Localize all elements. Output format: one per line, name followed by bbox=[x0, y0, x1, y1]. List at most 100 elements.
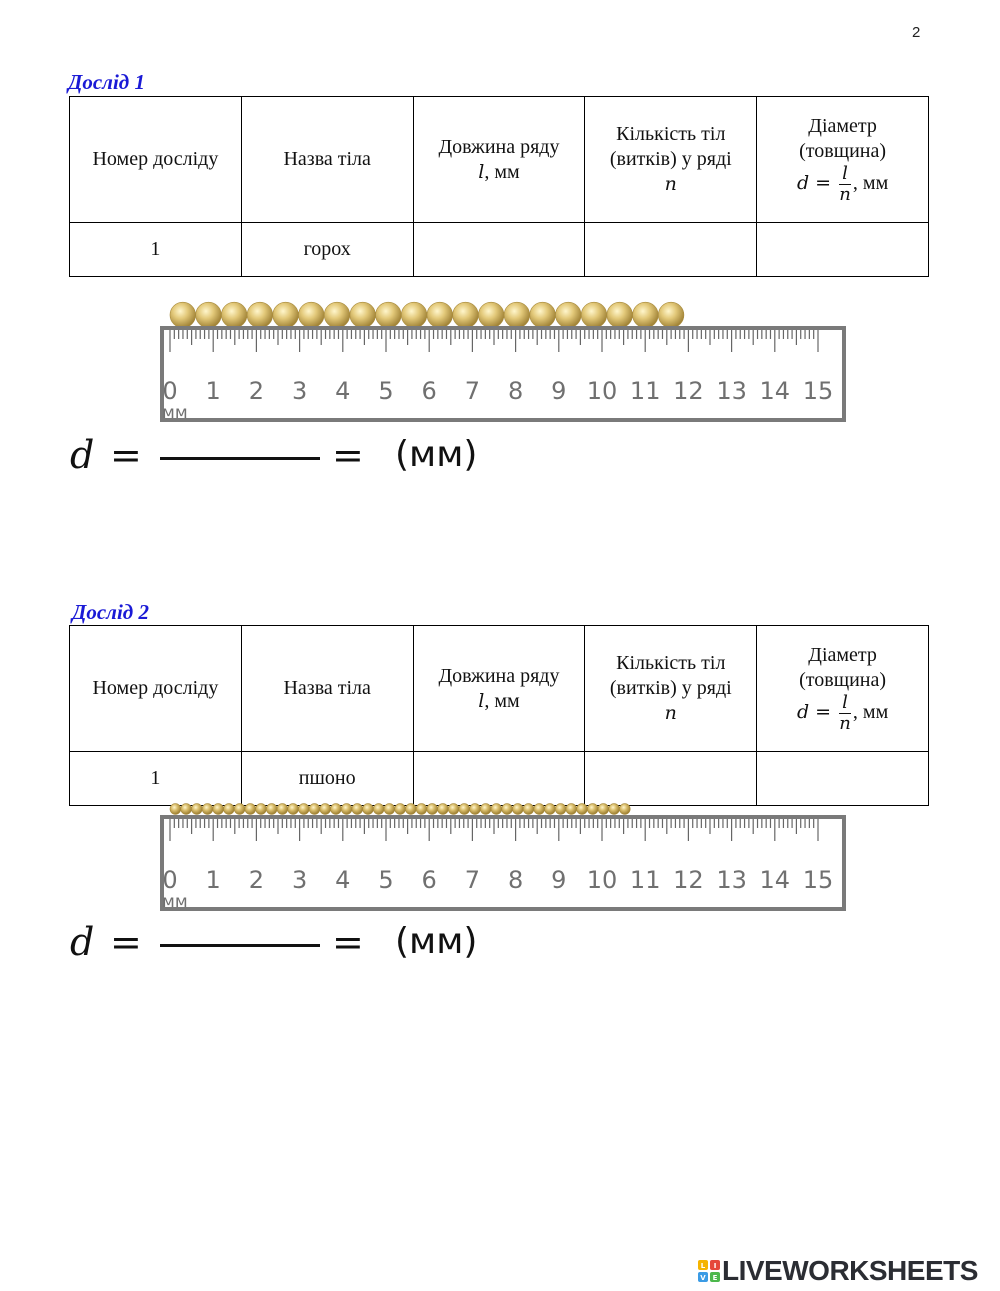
header-body-count: Кількість тіл (витків) у ряді n bbox=[584, 96, 758, 223]
bead bbox=[298, 301, 325, 329]
header-body-name: Назва тіла bbox=[240, 625, 414, 752]
ruler-number: 6 bbox=[422, 866, 437, 894]
logo-letter: E bbox=[713, 1274, 718, 1282]
bead bbox=[276, 803, 289, 815]
bead bbox=[606, 301, 633, 329]
bead bbox=[265, 803, 278, 815]
bead bbox=[180, 803, 192, 815]
bead bbox=[503, 301, 531, 329]
logo-letter: V bbox=[700, 1274, 706, 1282]
bead bbox=[308, 803, 321, 815]
ruler-number: 3 bbox=[292, 377, 307, 405]
fraction-bar-blank[interactable] bbox=[160, 457, 320, 460]
cell-row-length-input[interactable] bbox=[412, 222, 586, 277]
ruler-number: 15 bbox=[803, 866, 834, 894]
ruler-number: 2 bbox=[249, 377, 264, 405]
unit-text: , мм bbox=[484, 160, 520, 183]
bead bbox=[323, 301, 351, 329]
bead bbox=[587, 803, 599, 815]
ruler-number: 5 bbox=[378, 377, 393, 405]
bead bbox=[349, 301, 376, 329]
experiment-1-table: Номер досліду Назва тіла Довжина ряду l,… bbox=[69, 96, 929, 277]
bead bbox=[608, 803, 620, 815]
cell-body-count-input[interactable] bbox=[584, 751, 758, 806]
diameter-variable: d bbox=[796, 172, 810, 195]
bead bbox=[169, 803, 182, 815]
ruler-body bbox=[160, 326, 846, 422]
cell-diameter-input[interactable] bbox=[756, 751, 929, 806]
header-text: Довжина ряду bbox=[438, 135, 560, 158]
bead bbox=[362, 803, 374, 815]
ruler-number: 6 bbox=[422, 377, 437, 405]
count-variable: n bbox=[664, 702, 677, 724]
length-variable: l bbox=[478, 160, 485, 183]
unit-text: , мм bbox=[852, 172, 889, 195]
cell-diameter-input[interactable] bbox=[756, 222, 929, 277]
ruler-number: 13 bbox=[716, 377, 747, 405]
liveworksheets-logo[interactable]: L I V E LIVEWORKSHEETS bbox=[698, 1252, 994, 1290]
cell-row-length-input[interactable] bbox=[412, 751, 586, 806]
bead bbox=[201, 803, 214, 815]
ruler-number: 10 bbox=[587, 377, 618, 405]
ruler-number: 1 bbox=[206, 377, 221, 405]
formula-d: d bbox=[70, 920, 95, 964]
ruler-number: 0 bbox=[162, 866, 177, 894]
logo-letter: I bbox=[714, 1262, 717, 1270]
bead bbox=[529, 301, 556, 329]
header-text: Діаметр bbox=[808, 115, 877, 137]
bead bbox=[298, 803, 310, 815]
ruler-number: 15 bbox=[803, 377, 834, 405]
header-row-length: Довжина ряду l, мм bbox=[412, 96, 586, 223]
unit-text: , мм bbox=[852, 701, 889, 724]
header-text: Діаметр bbox=[808, 644, 877, 666]
header-text: Номер досліду bbox=[92, 677, 219, 699]
bead bbox=[340, 803, 353, 815]
table-row: 1 горох bbox=[69, 222, 929, 277]
bead bbox=[501, 803, 513, 815]
header-text: Довжина ряду bbox=[438, 664, 560, 687]
bead bbox=[394, 803, 406, 815]
ruler-number: 4 bbox=[335, 377, 350, 405]
ruler-unit-label: мм bbox=[162, 403, 188, 423]
formula-equals: = bbox=[332, 433, 364, 477]
ruler-number: 8 bbox=[508, 866, 523, 894]
formula-unit: (мм) bbox=[395, 434, 478, 475]
bead bbox=[169, 301, 196, 329]
bead bbox=[555, 301, 582, 329]
bead bbox=[351, 803, 364, 815]
experiment-2-formula: d = = (мм) bbox=[70, 917, 510, 969]
table-header-row: Номер досліду Назва тіла Довжина ряду l,… bbox=[69, 96, 929, 223]
ruler-number: 3 bbox=[292, 866, 307, 894]
ruler-number: 14 bbox=[760, 377, 791, 405]
bead bbox=[255, 803, 267, 815]
bead bbox=[244, 803, 257, 815]
ruler-unit-label: мм bbox=[162, 892, 188, 912]
header-body-count: Кількість тіл (витків) у ряді n bbox=[584, 625, 758, 752]
bead bbox=[191, 803, 203, 815]
header-text: Номер досліду bbox=[92, 148, 219, 170]
bead bbox=[658, 301, 685, 329]
fraction-denominator: n bbox=[839, 184, 851, 205]
bead bbox=[272, 301, 299, 329]
cell-body-count-input[interactable] bbox=[584, 222, 758, 277]
bead bbox=[373, 803, 385, 815]
bead bbox=[415, 803, 428, 815]
header-row-length: Довжина ряду l, мм bbox=[412, 625, 586, 752]
bead bbox=[480, 803, 492, 815]
ruler-number: 13 bbox=[716, 866, 747, 894]
ruler-number: 14 bbox=[760, 866, 791, 894]
fraction-bar-blank[interactable] bbox=[160, 944, 320, 947]
ruler-number: 8 bbox=[508, 377, 523, 405]
header-text: (витків) у ряді bbox=[609, 677, 732, 699]
header-experiment-number: Номер досліду bbox=[69, 96, 242, 223]
experiment-1-formula: d = = (мм) bbox=[70, 430, 510, 482]
unit-text: , мм bbox=[484, 689, 520, 712]
experiment-2-title: Дослід 2 bbox=[72, 600, 149, 624]
ruler-number: 11 bbox=[630, 377, 661, 405]
